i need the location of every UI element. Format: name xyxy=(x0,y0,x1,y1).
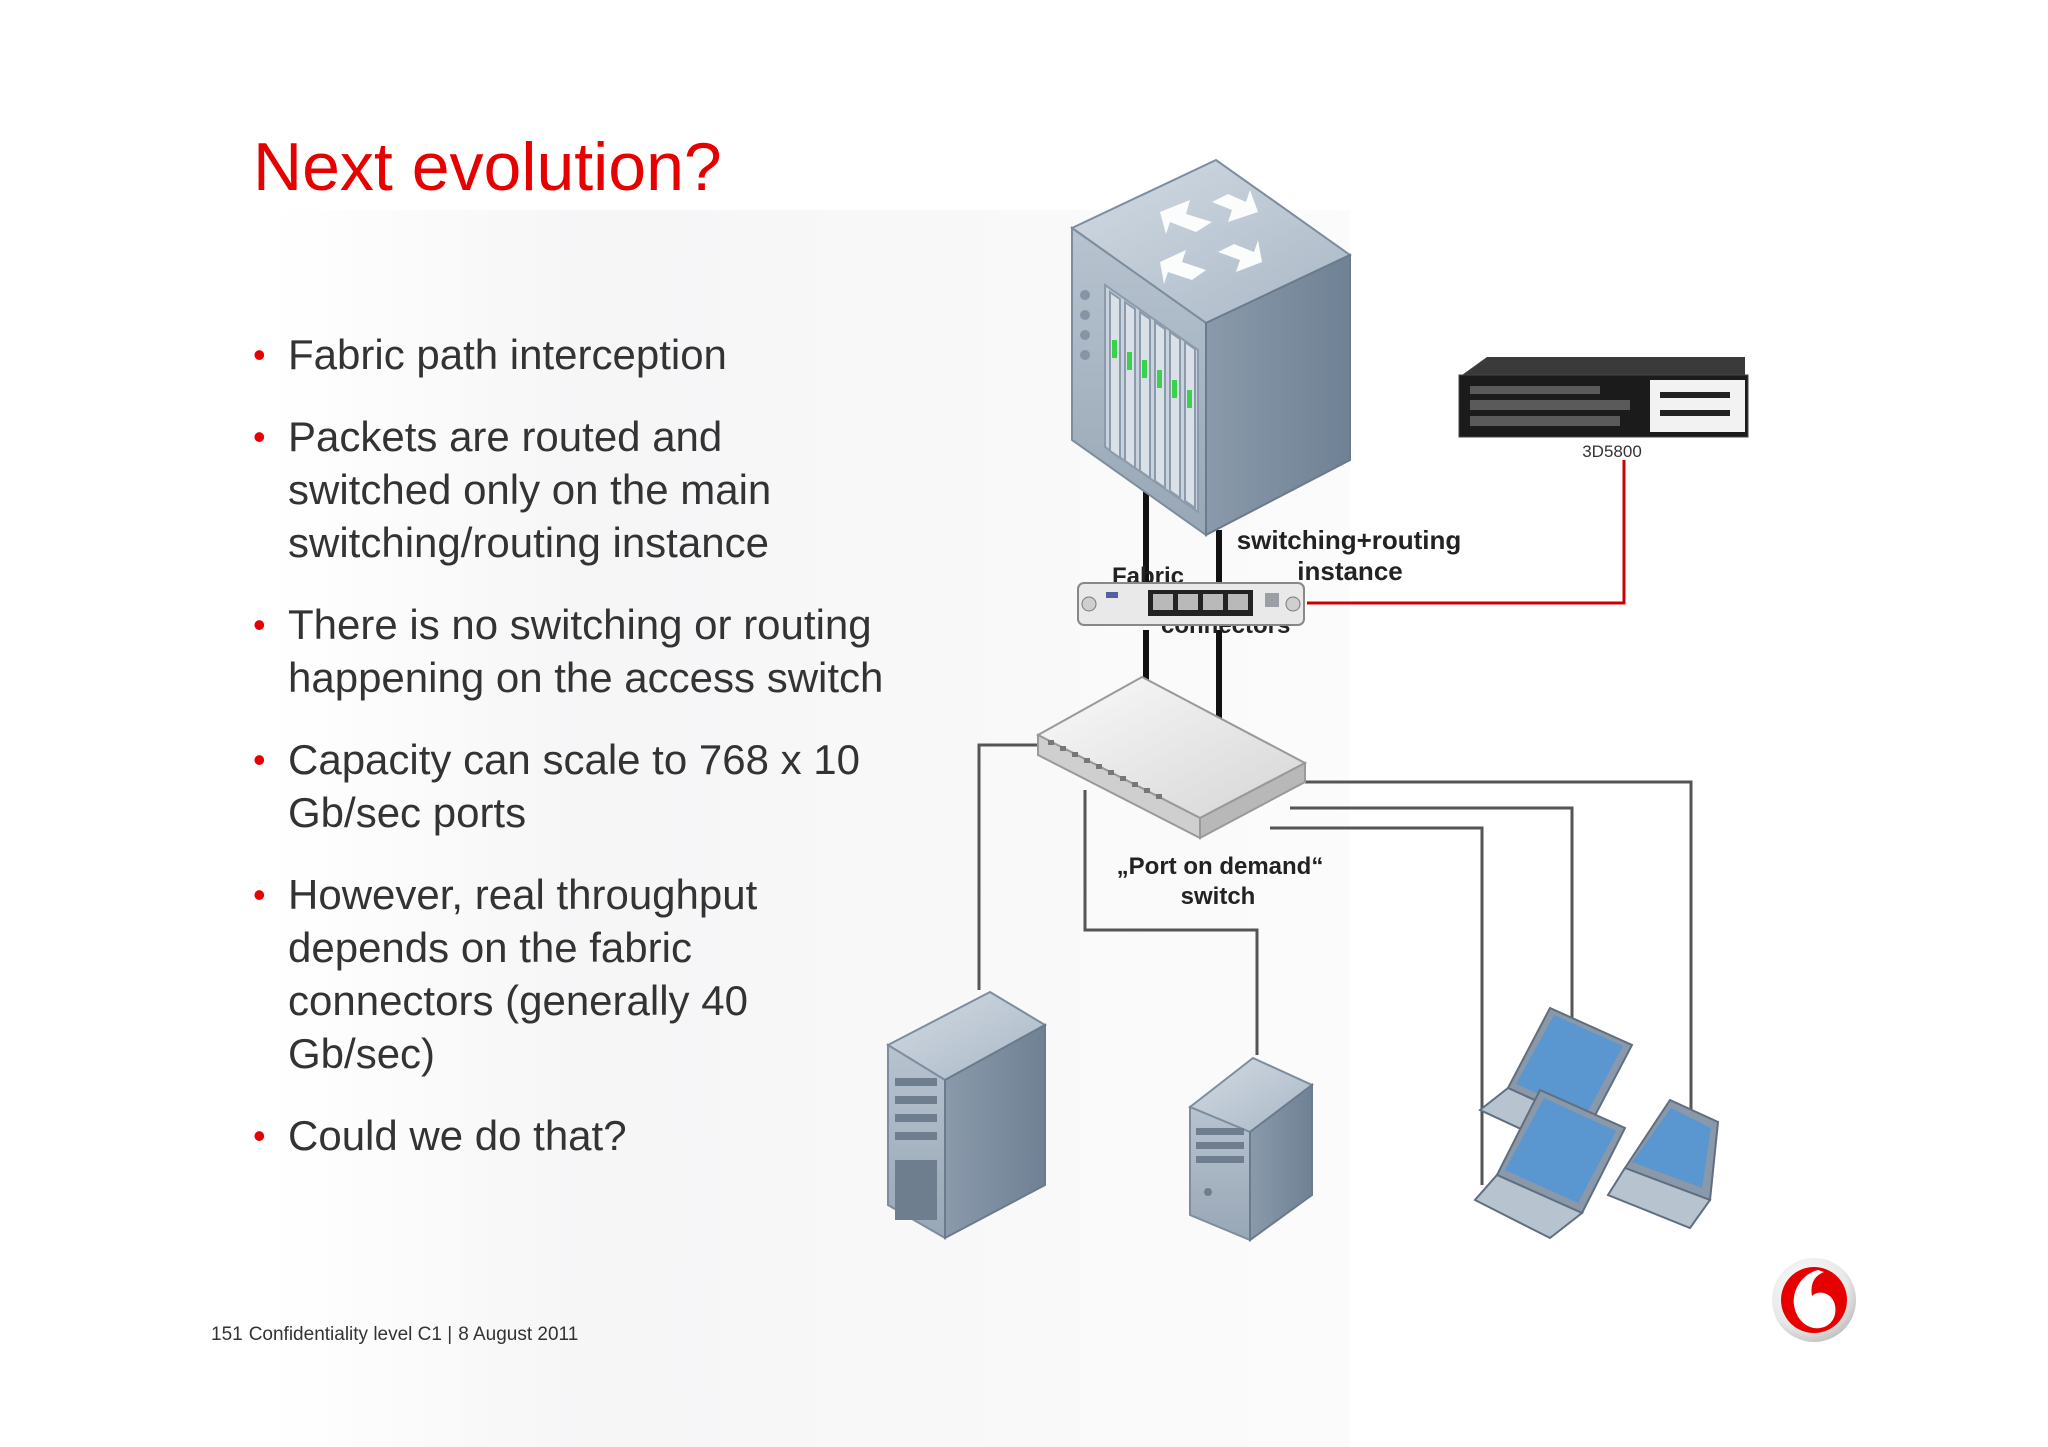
link-server-2 xyxy=(1083,790,1259,1055)
access-switch-icon xyxy=(1035,675,1308,840)
fabric-connector-module-icon xyxy=(1077,582,1305,626)
server-tower-1-icon xyxy=(885,990,1048,1240)
laptop-3-icon xyxy=(1473,1088,1627,1240)
switch-label-line-2: switch xyxy=(1181,883,1256,910)
footer-date: 8 August 2011 xyxy=(458,1324,579,1345)
vodafone-logo xyxy=(1772,1258,1856,1342)
confidentiality-level: Confidentiality level C1 | xyxy=(248,1324,453,1345)
link-laptop-1 xyxy=(1270,826,1484,1185)
page-number: 151 xyxy=(211,1324,243,1345)
link-laptop-2 xyxy=(1290,806,1574,1090)
switch-label-line-1: „Port on demand“ xyxy=(1117,853,1324,880)
appliance-model-label: 3D5800 xyxy=(1582,442,1642,461)
core-switch-icon xyxy=(1070,158,1352,537)
link-server-1 xyxy=(977,743,1045,990)
laptop-2-icon xyxy=(1606,1098,1720,1230)
server-tower-2-icon xyxy=(1188,1056,1314,1242)
bullet-list: Fabric path interception Packets are rou… xyxy=(253,328,889,1178)
appliance-3d5800-icon xyxy=(1458,357,1749,438)
slide-title: Next evolution? xyxy=(253,129,722,205)
bullet-item: There is no switching or routinghappenin… xyxy=(253,598,889,704)
link-laptop-3 xyxy=(1305,780,1693,1130)
core-label-line-2: instance xyxy=(1297,556,1403,586)
bullet-item: Fabric path interception xyxy=(253,328,889,381)
appliance-link xyxy=(1307,460,1626,605)
links xyxy=(977,460,1693,1185)
bullet-item: Could we do that? xyxy=(253,1109,889,1162)
core-label-line-1: switching+routing xyxy=(1237,525,1462,555)
